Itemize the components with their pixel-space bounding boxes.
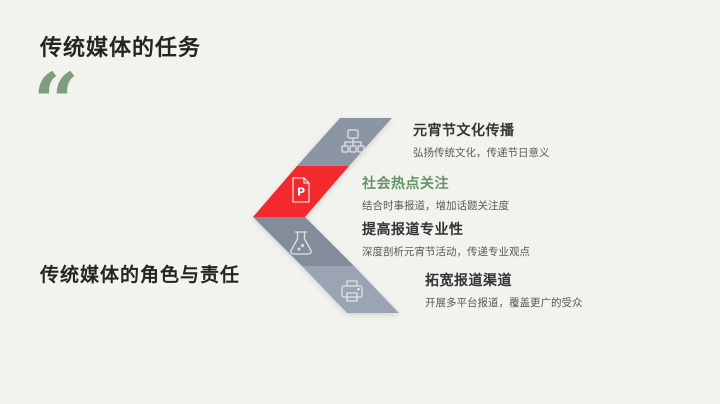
item-desc: 深度剖析元宵节活动，传递专业观点 bbox=[362, 246, 530, 258]
sitemap-icon bbox=[341, 129, 365, 153]
item-title: 社会热点关注 bbox=[362, 176, 449, 192]
printer-icon bbox=[341, 280, 363, 302]
slide-title: 传统媒体的任务 bbox=[40, 36, 202, 61]
item-title: 元宵节文化传播 bbox=[413, 123, 515, 139]
item-title: 拓宽报道渠道 bbox=[425, 273, 512, 289]
document-p-letter: P bbox=[297, 186, 305, 199]
chevron-segment-4 bbox=[302, 266, 399, 313]
document-p-icon: P bbox=[292, 177, 310, 203]
item-desc: 结合时事报道，增加话题关注度 bbox=[362, 200, 509, 212]
list-item: 拓宽报道渠道 开展多平台报道，覆盖更广的受众 bbox=[425, 270, 583, 310]
item-desc: 弘扬传统文化，传递节日意义 bbox=[413, 147, 550, 159]
chevron-segment-2 bbox=[253, 166, 349, 217]
flask-icon bbox=[290, 231, 312, 255]
item-desc: 开展多平台报道，覆盖更广的受众 bbox=[425, 297, 583, 309]
list-item: 社会热点关注 结合时事报道，增加话题关注度 bbox=[362, 173, 509, 213]
list-item: 元宵节文化传播 弘扬传统文化，传递节日意义 bbox=[413, 120, 550, 160]
quote-icon: “ bbox=[33, 55, 80, 149]
item-title: 提高报道专业性 bbox=[362, 222, 464, 238]
chevron-segment-3 bbox=[253, 217, 354, 266]
slide-subtitle: 传统媒体的角色与责任 bbox=[40, 264, 241, 286]
list-item: 提高报道专业性 深度剖析元宵节活动，传递专业观点 bbox=[362, 219, 530, 259]
